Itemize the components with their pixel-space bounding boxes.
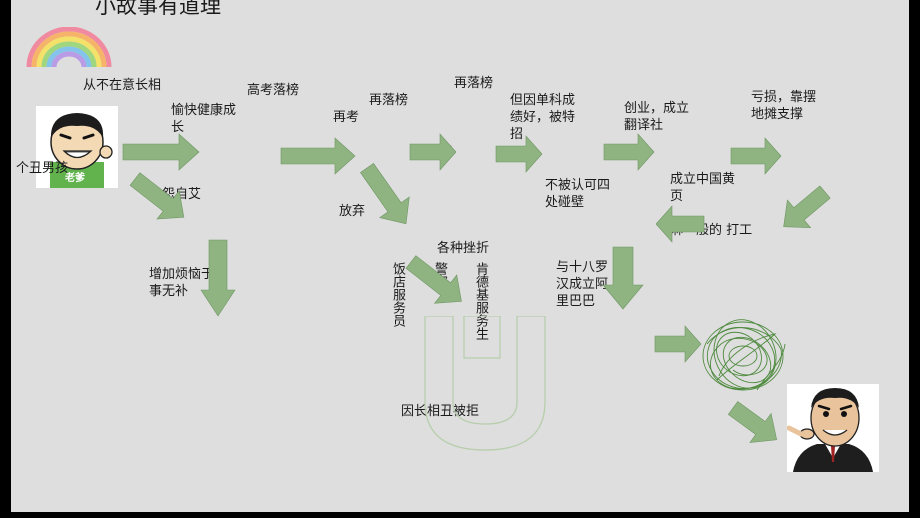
label-china-yellow: 成立中国黄页 — [670, 172, 736, 204]
rainbow-icon — [26, 27, 112, 67]
slide-canvas: 小故事有道理 老爹 从不在意长相 愉快健康成长 高考落榜 再考 再落榜 再落榜 … — [11, 0, 909, 512]
cartoon-boy-icon: 老爹 — [36, 106, 118, 188]
arrow-to-china-yellow — [655, 205, 705, 243]
arrow-to-retake-2 — [409, 133, 457, 171]
arrow-to-startup — [603, 133, 655, 171]
label-restaurant-waiter: 饭店服务员 — [390, 262, 405, 327]
label-not-accepted: 不被认可四处碰壁 — [545, 178, 611, 210]
arrow-to-gaokao-fail — [280, 137, 356, 175]
label-startup: 创业，成立翻译社 — [624, 101, 690, 133]
label-eighteen: 与十八罗汉成立阿里巴巴 — [556, 260, 609, 309]
arrow-down-eighteen — [602, 246, 644, 310]
arrow-diag-give-up — [360, 162, 410, 225]
arrow-diag-self-pity — [129, 172, 185, 220]
arrow-to-admitted — [495, 135, 543, 173]
label-fail-again-1: 再落榜 — [369, 93, 409, 108]
slide-title: 小故事有道理 — [95, 0, 221, 18]
label-setbacks: 各种挫折 — [437, 241, 490, 256]
label-fail-again-2: 再落榜 — [454, 76, 494, 91]
label-happy-growth: 愉快健康成长 — [171, 103, 237, 135]
arrow-to-happy-growth — [122, 133, 200, 171]
arrow-to-scribble — [654, 325, 702, 363]
label-worry: 增加烦恼于事无补 — [149, 267, 215, 299]
label-rejected-looks: 因长相丑被拒 — [401, 404, 480, 419]
arrow-diag-setbacks — [405, 255, 462, 304]
scribble-icon — [702, 319, 786, 391]
arrow-diag-to-man — [727, 401, 778, 443]
label-kfc-waiter: 肯德基服务生 — [473, 262, 488, 340]
u-shape-outline — [424, 316, 546, 451]
label-ugly-boy: 个丑男孩 — [16, 161, 69, 176]
label-loss: 亏损，靠摆地摊支撑 — [751, 90, 817, 122]
arrow-diag-loss-down — [783, 185, 831, 228]
arrow-down-worry — [200, 239, 236, 317]
label-admitted: 但因单科成绩好，被特招 — [510, 93, 576, 142]
label-gaokao-fail: 高考落榜 — [247, 83, 300, 98]
cartoon-man-icon — [787, 384, 879, 472]
boy-shirt-text: 老爹 — [65, 173, 85, 184]
label-not-care-looks: 从不在意长相 — [83, 78, 162, 93]
arrow-to-loss — [730, 137, 782, 175]
label-give-up: 放弃 — [339, 204, 366, 219]
label-retake-1: 再考 — [333, 110, 360, 125]
